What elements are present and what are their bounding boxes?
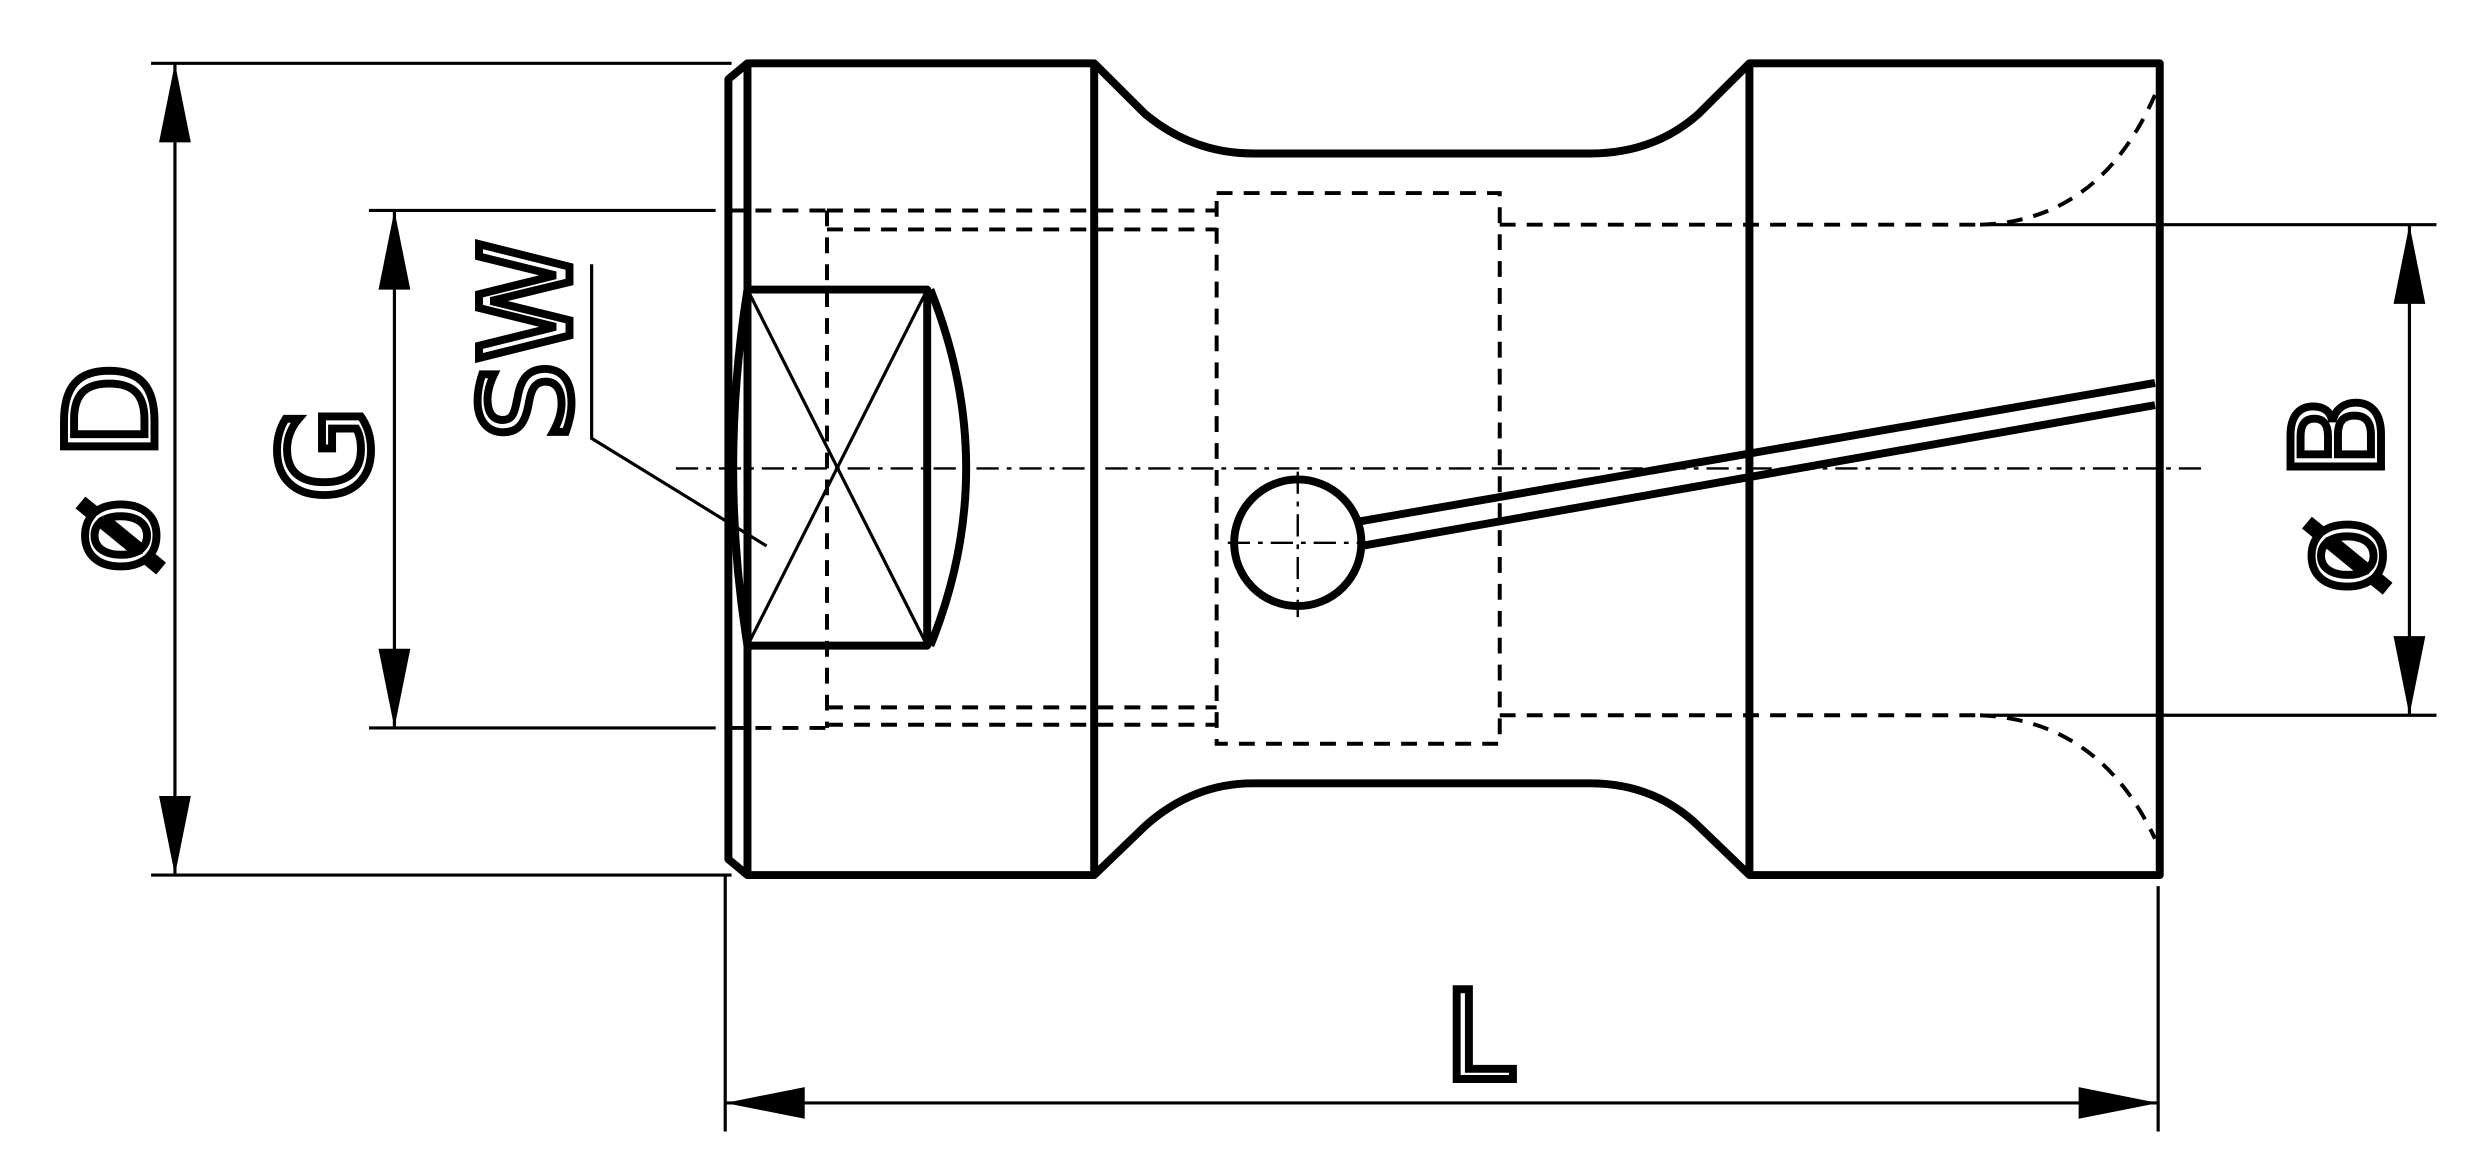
dimension-bore-diameter [1980,223,2437,717]
label-length: L [1445,966,1514,1110]
dimension-length [723,875,2160,1132]
label-outer-diameter: ø D [40,364,184,574]
label-thread: G [255,406,399,502]
dimension-thread [368,208,716,730]
cross-hole [1227,379,2156,618]
wrench-size-leader [590,264,768,548]
hidden-lines [728,94,2157,840]
label-bore-diameter: ø B [2267,394,2411,593]
dimension-outer-diameter [151,61,732,877]
label-wrench-size: SW [455,240,599,440]
